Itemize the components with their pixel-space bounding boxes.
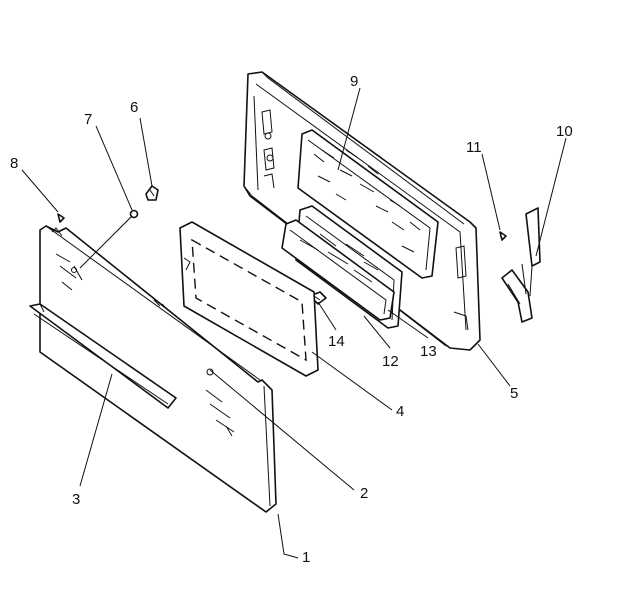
callout-5: 5 <box>510 385 518 402</box>
callout-6: 6 <box>130 99 138 116</box>
outer-door-panel <box>29 225 277 513</box>
callout-4: 4 <box>396 403 404 420</box>
callout-14: 14 <box>328 333 345 350</box>
leader-lines <box>21 87 567 559</box>
inner-door-liner <box>243 71 481 351</box>
callout-12: 12 <box>382 353 399 370</box>
insulation-panel <box>179 221 319 377</box>
hinge-screw-11 <box>499 231 507 241</box>
callout-7: 7 <box>84 111 92 128</box>
callout-10: 10 <box>556 123 573 140</box>
hinge-assembly <box>499 207 541 323</box>
washer-7 <box>129 209 139 219</box>
callout-13: 13 <box>420 343 437 360</box>
screw-8 <box>57 213 65 223</box>
callout-labels: 1 2 3 4 5 6 7 8 9 10 11 12 13 14 <box>10 73 573 566</box>
callout-9: 9 <box>350 73 358 90</box>
callout-1: 1 <box>302 549 310 566</box>
callout-11: 11 <box>466 139 482 156</box>
callout-8: 8 <box>10 155 18 172</box>
hardware-parts <box>57 185 159 223</box>
callout-2: 2 <box>360 485 368 502</box>
window-pack <box>281 205 403 329</box>
callout-3: 3 <box>72 491 80 508</box>
